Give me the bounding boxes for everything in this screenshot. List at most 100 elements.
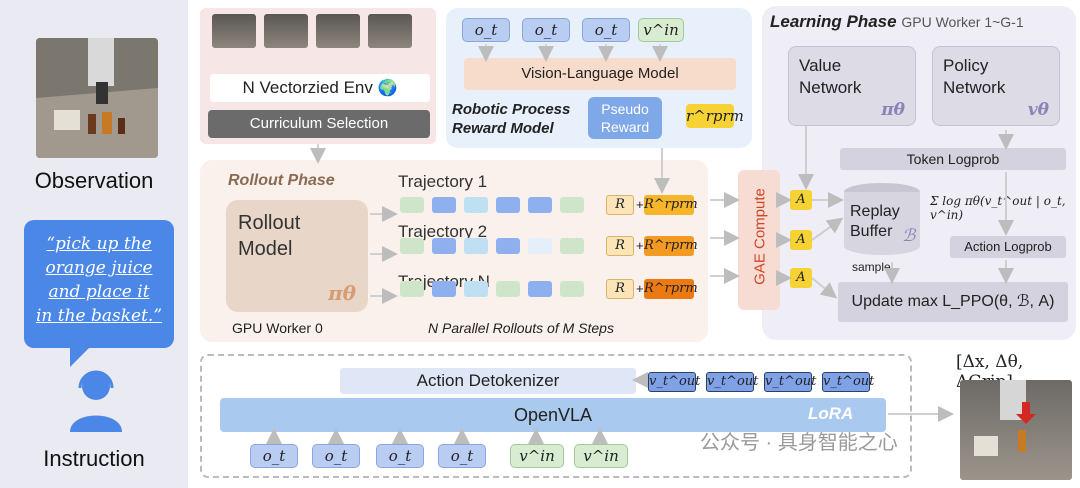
action-detokenizer: Action Detokenizer <box>340 368 636 394</box>
return-box: R <box>606 236 634 256</box>
env-thumbnail <box>212 14 256 48</box>
vout-token: v_t^out <box>822 372 874 392</box>
obs-token: o_t <box>462 18 510 42</box>
instruction-line: and place it <box>48 282 150 302</box>
pseudo-reward: Pseudo Reward <box>588 97 662 139</box>
action-logprob: Action Logprob <box>950 236 1066 258</box>
vectorized-env-label: N Vectorzied Env 🌍 <box>210 74 430 102</box>
obs-input-token: o_t <box>438 444 486 468</box>
sample-label: sample <box>852 260 891 274</box>
value-network-line: Network <box>799 78 862 97</box>
obs-input-token: o_t <box>312 444 360 468</box>
rollout-model-symbol: πθ <box>328 281 356 305</box>
trajectory-step <box>496 281 520 297</box>
vout-token: v_t^out <box>648 372 700 392</box>
vout-token: v_t^out <box>764 372 816 392</box>
instruction-bubble: “pick up the orange juice and place it i… <box>24 220 174 348</box>
trajectory-step <box>528 238 552 254</box>
person-headset-icon <box>70 370 122 432</box>
rprm-label-line: Reward Model <box>452 120 554 137</box>
openvla-model: OpenVLA <box>220 398 886 432</box>
observation-label: Observation <box>34 168 154 193</box>
rprm-reward-symbol: r^rprm <box>686 104 744 128</box>
rprm-box: R^rprm <box>644 195 698 215</box>
plus-sign: + <box>636 197 644 212</box>
lora-label: LoRA <box>808 404 854 423</box>
instruction-label: Instruction <box>43 446 145 471</box>
obs-token: o_t <box>582 18 630 42</box>
return-box: R <box>606 195 634 215</box>
trajectory-step <box>400 238 424 254</box>
trajectory-step <box>432 281 456 297</box>
env-thumbnail <box>368 14 412 48</box>
learning-phase-title: Learning Phase GPU Worker 1~G-1 <box>770 12 1024 32</box>
policy-network-line: Network <box>943 78 1006 97</box>
trajectory-step <box>496 238 520 254</box>
globe-icon: 🌍 <box>377 80 398 97</box>
result-image <box>960 380 1072 480</box>
trajectory-step <box>464 197 488 213</box>
vectorized-env-text: N Vectorzied Env <box>242 78 373 97</box>
env-thumbnail <box>264 14 308 48</box>
rollout-model: Rollout Model πθ <box>226 200 368 312</box>
plus-sign: + <box>636 238 644 253</box>
openvla-frame <box>200 354 912 478</box>
curriculum-selection: Curriculum Selection <box>208 110 430 138</box>
advantage-box: A <box>790 268 812 288</box>
pseudo-reward-line: Pseudo <box>601 101 649 117</box>
trajectory-step <box>528 281 552 297</box>
trajectory-step <box>496 197 520 213</box>
rollout-model-line: Rollout <box>238 212 301 234</box>
result-scene-illustration <box>974 380 1036 456</box>
trajectory-step <box>560 238 584 254</box>
advantage-box: A <box>790 230 812 250</box>
instruction-line: “pick up the <box>46 234 152 254</box>
trajectory-step <box>528 197 552 213</box>
instruction-line: in the basket.” <box>35 306 163 326</box>
instruction-token: v^in <box>638 18 684 42</box>
instruction-line: orange juice <box>45 258 153 278</box>
vision-language-model: Vision-Language Model <box>464 58 736 90</box>
plus-sign: + <box>636 281 644 296</box>
bubble-tail <box>70 345 92 367</box>
observation-image <box>36 38 158 158</box>
replay-buffer-cylinder <box>844 183 920 255</box>
instruction-input-token: v^in <box>574 444 628 468</box>
token-logprob: Token Logprob <box>840 148 1066 170</box>
logprob-formula: Σ log πθ(v_t^out | o_t, v^in) <box>930 194 1066 222</box>
advantage-box: A <box>790 190 812 210</box>
trajectory-step <box>432 238 456 254</box>
ppo-update: Update max L_PPO(θ, ℬ, A) <box>838 282 1068 322</box>
trajectory-step <box>464 238 488 254</box>
trajectory-step <box>560 281 584 297</box>
trajectory-label: Trajectory 1 <box>398 172 488 191</box>
trajectory-step <box>400 197 424 213</box>
gae-compute: GAE Compute <box>738 170 780 310</box>
rprm-label: Robotic Process Reward Model <box>452 100 582 138</box>
pseudo-reward-line: Reward <box>600 119 650 135</box>
rollout-phase-title: Rollout Phase <box>228 172 335 189</box>
trajectory-label: Trajectory 2 <box>398 222 488 241</box>
gae-label: GAE Compute <box>751 188 769 285</box>
policy-symbol: vθ <box>1027 100 1049 120</box>
parallel-note: N Parallel Rollouts of M Steps <box>428 320 614 336</box>
learning-worker: GPU Worker 1~G-1 <box>901 14 1024 30</box>
buffer-symbol: ℬ <box>902 226 916 246</box>
replay-buffer-line: Buffer <box>850 223 893 240</box>
instruction-input-token: v^in <box>510 444 564 468</box>
trajectory-step <box>464 281 488 297</box>
rprm-box: R^rprm <box>644 236 698 256</box>
replay-buffer-label: Replay Buffer <box>850 202 900 242</box>
rprm-box: R^rprm <box>644 279 698 299</box>
obs-token: o_t <box>522 18 570 42</box>
rollout-worker: GPU Worker 0 <box>232 320 323 336</box>
replay-buffer-line: Replay <box>850 203 900 220</box>
policy-network: Policy Network vθ <box>932 46 1060 126</box>
policy-network-line: Policy <box>943 56 989 75</box>
value-symbol: πθ <box>881 100 905 120</box>
value-network: Value Network πθ <box>788 46 916 126</box>
trajectory-step <box>432 197 456 213</box>
trajectory-step <box>560 197 584 213</box>
watermark: 公众号 · 具身智能之心 <box>700 432 898 454</box>
learning-title-text: Learning Phase <box>770 12 897 31</box>
